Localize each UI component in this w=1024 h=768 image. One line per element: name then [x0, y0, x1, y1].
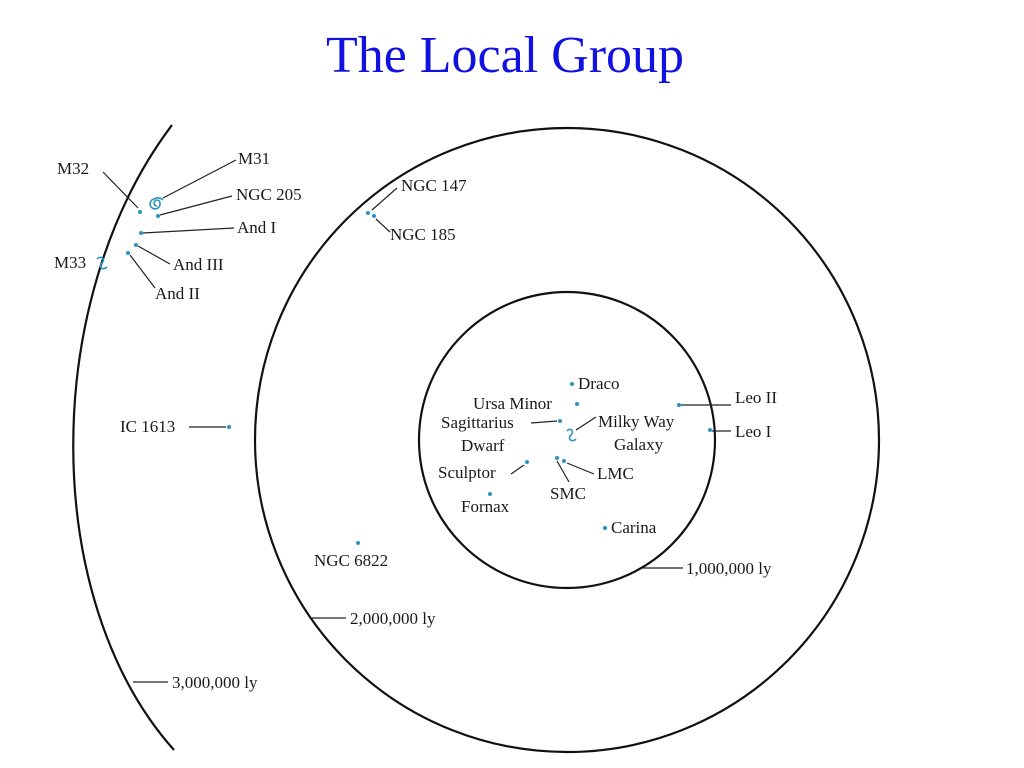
- ring-1-million-ly: [417, 290, 717, 590]
- m32-dot: [138, 210, 142, 214]
- ic1613-dot: [227, 425, 231, 429]
- label-ngc185: NGC 185: [390, 225, 456, 244]
- page-title: The Local Group: [325, 27, 685, 84]
- ring-2-million-ly: [253, 126, 881, 754]
- label-m32: M32: [57, 159, 89, 178]
- m31-spiral-icon: [149, 197, 164, 210]
- sagittarius-leader: [530, 420, 558, 424]
- label-ic1613: IC 1613: [120, 417, 175, 436]
- ngc205-dot: [156, 214, 160, 218]
- milky-way-spiral-icon: [566, 428, 577, 442]
- label-m33: M33: [54, 253, 86, 272]
- label-milky-way: Milky Way: [598, 412, 675, 431]
- sagittarius-dot: [558, 419, 562, 423]
- ngc205-leader: [159, 195, 233, 216]
- label-leo1: Leo I: [735, 422, 772, 441]
- m31-leader: [162, 159, 237, 199]
- label-leo2: Leo II: [735, 388, 777, 407]
- lmc-leader: [566, 462, 595, 475]
- ring-1-label: 1,000,000 ly: [686, 559, 772, 578]
- and1-leader: [142, 227, 235, 234]
- smc-leader: [556, 460, 570, 483]
- label-milky-way-galaxy: Galaxy: [614, 435, 664, 454]
- ursa-minor-dot: [575, 402, 579, 406]
- label-ngc6822: NGC 6822: [314, 551, 388, 570]
- label-sculptor: Sculptor: [438, 463, 496, 482]
- sculptor-dot: [525, 460, 529, 464]
- and2-leader: [129, 254, 156, 289]
- ring-2-label: 2,000,000 ly: [350, 609, 436, 628]
- and1-dot: [139, 231, 143, 235]
- and3-leader: [137, 245, 171, 265]
- ngc6822-dot: [356, 541, 360, 545]
- label-ursa-minor: Ursa Minor: [473, 394, 552, 413]
- label-sagittarius: Sagittarius: [441, 413, 514, 432]
- label-carina: Carina: [611, 518, 657, 537]
- smc-dot: [555, 456, 559, 460]
- draco-dot: [570, 382, 574, 386]
- label-draco: Draco: [578, 374, 620, 393]
- ngc147-dot: [366, 211, 370, 215]
- fornax-dot: [488, 492, 492, 496]
- label-ngc205: NGC 205: [236, 185, 302, 204]
- label-and2: And II: [155, 284, 200, 303]
- label-ngc147: NGC 147: [401, 176, 467, 195]
- ngc147-leader: [371, 187, 398, 211]
- and3-dot: [134, 243, 138, 247]
- label-smc: SMC: [550, 484, 586, 503]
- leo2-dot: [677, 403, 681, 407]
- ring-3-label: 3,000,000 ly: [172, 673, 258, 692]
- lmc-dot: [562, 459, 566, 463]
- carina-dot: [603, 526, 607, 530]
- label-and1: And I: [237, 218, 277, 237]
- label-sagittarius-dwarf: Dwarf: [461, 436, 505, 455]
- sculptor-leader: [510, 464, 525, 475]
- label-m31: M31: [238, 149, 270, 168]
- leo1-dot: [708, 428, 712, 432]
- ngc185-leader: [375, 218, 391, 233]
- and2-dot: [126, 251, 130, 255]
- label-lmc: LMC: [597, 464, 634, 483]
- milky-way-leader: [575, 416, 597, 431]
- m33-spiral-icon: [96, 256, 108, 270]
- label-and3: And III: [173, 255, 224, 274]
- label-fornax: Fornax: [461, 497, 510, 516]
- ngc185-dot: [372, 214, 376, 218]
- m32-leader: [102, 171, 139, 209]
- ring-3-million-ly: [72, 124, 175, 751]
